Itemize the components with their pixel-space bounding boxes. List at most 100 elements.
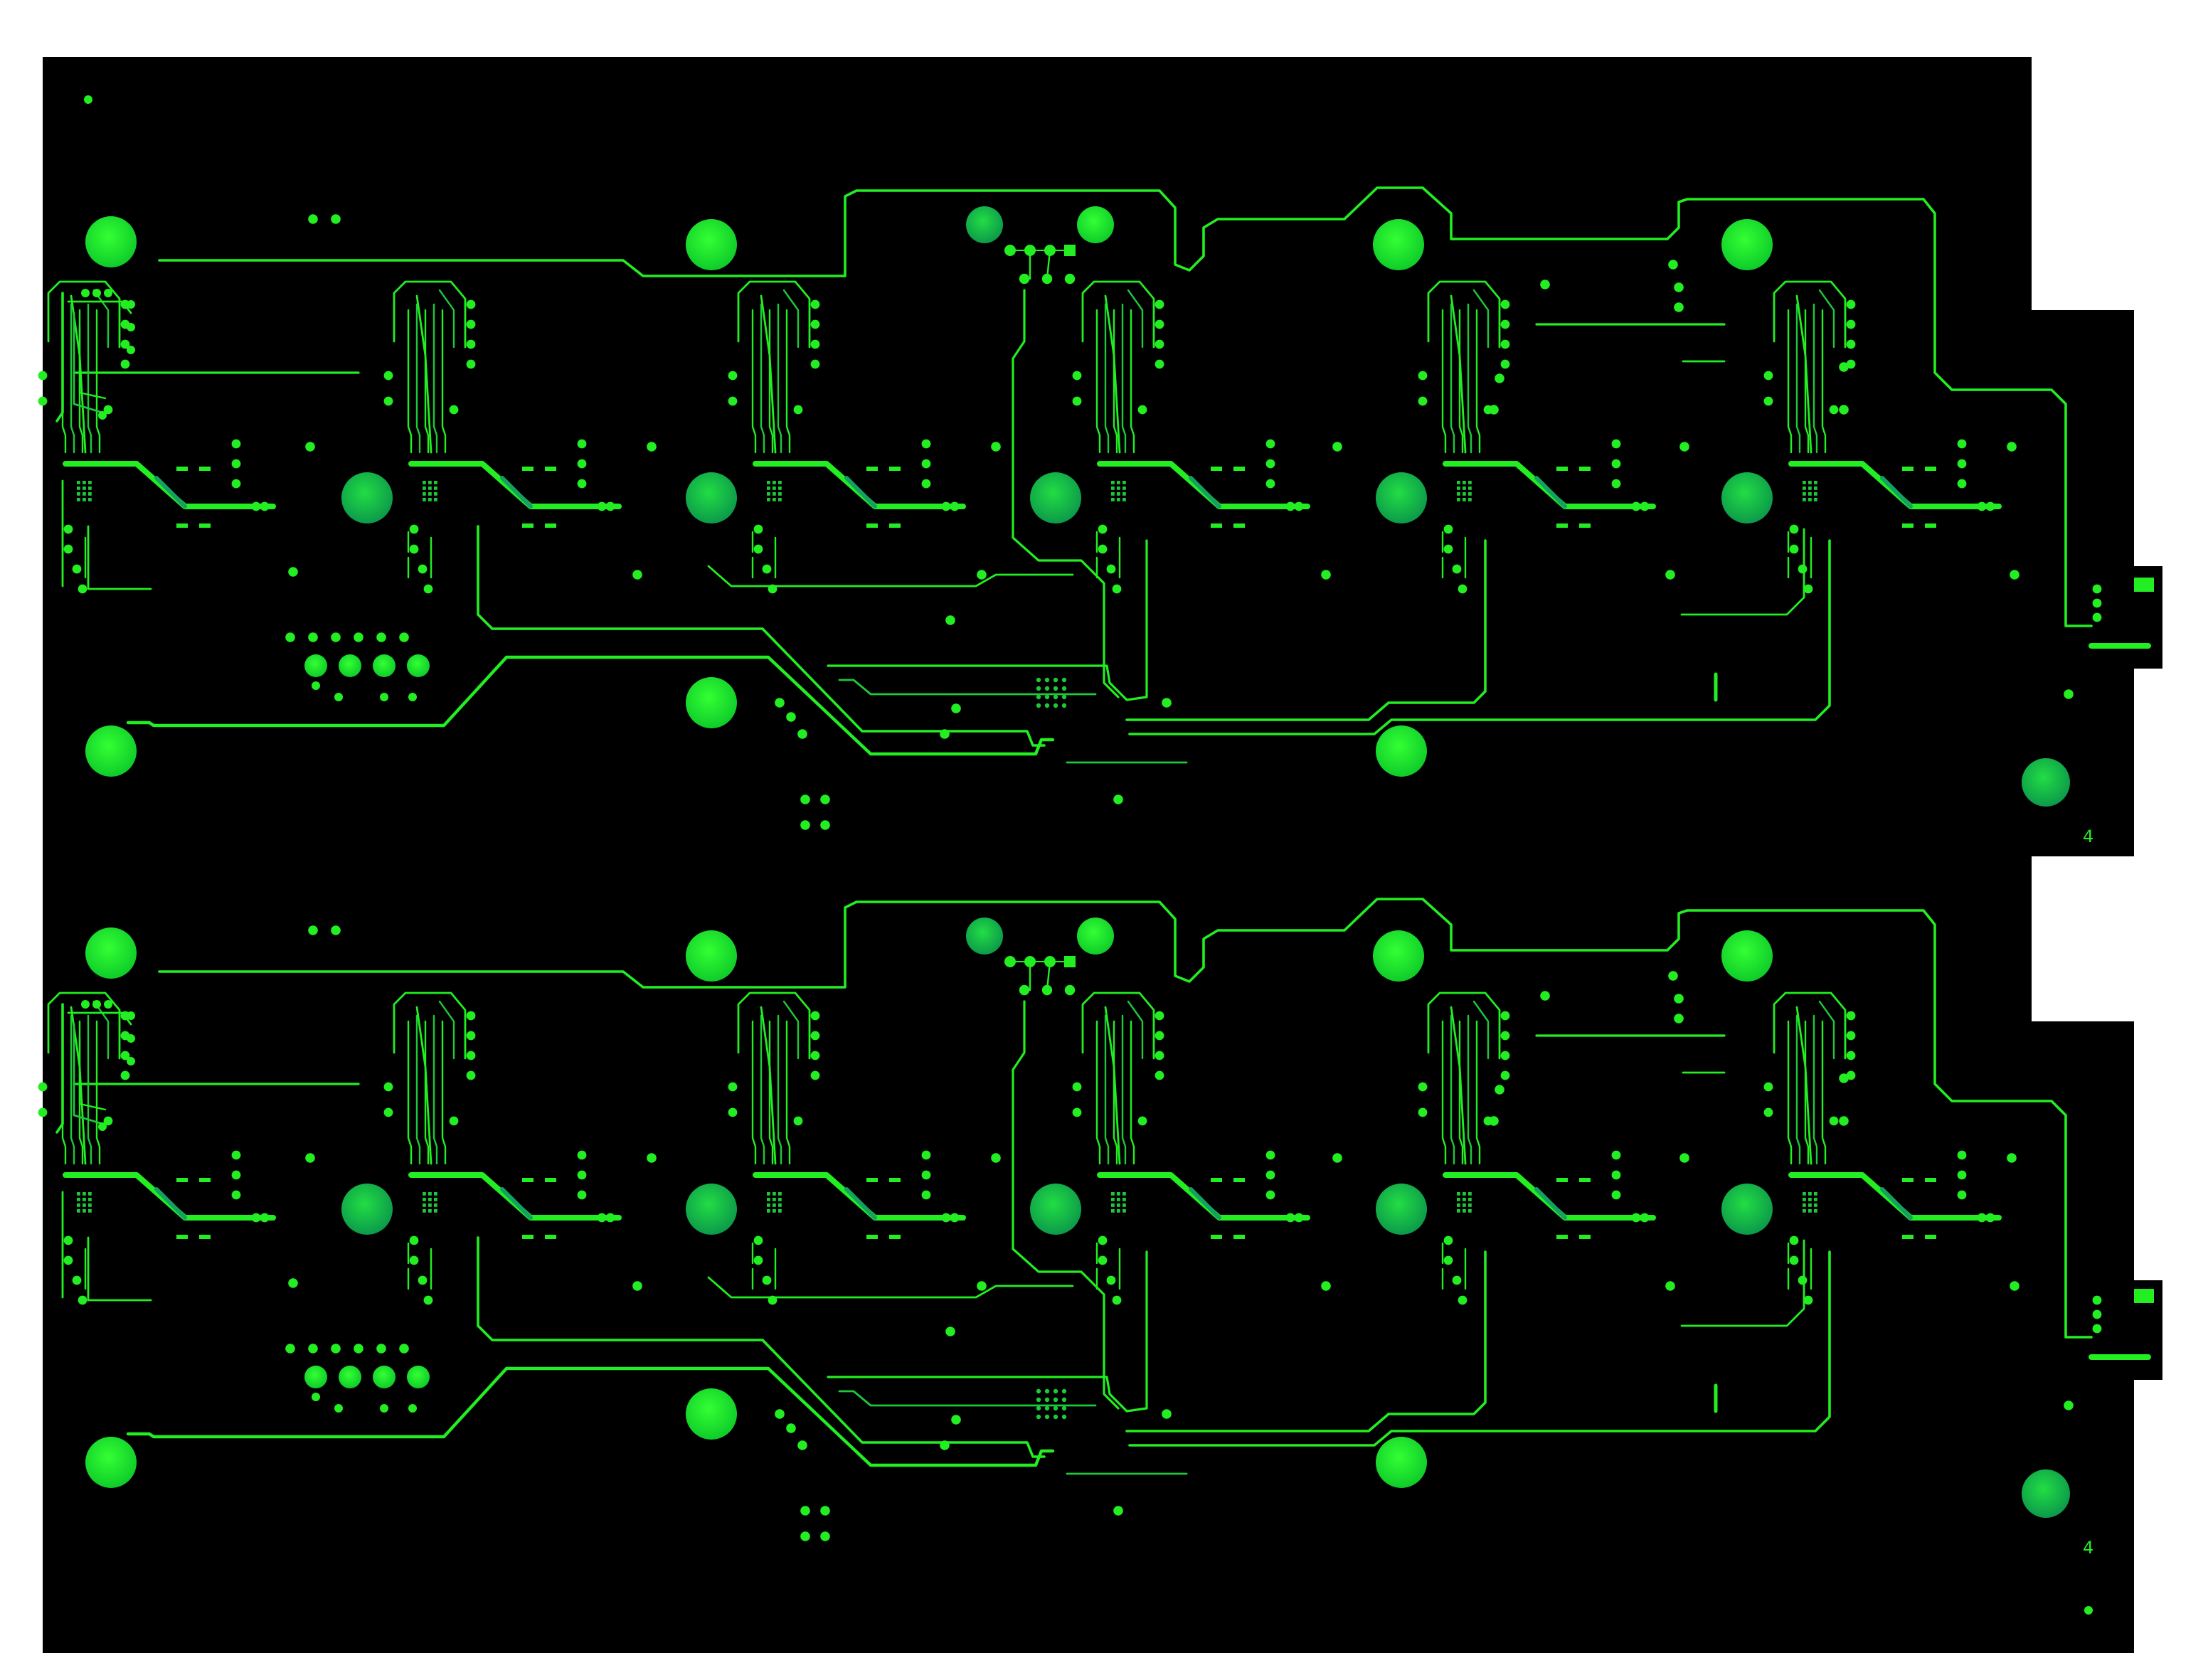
smd-pad [1111, 1198, 1115, 1201]
smd-pad [1579, 1235, 1591, 1239]
via [1061, 703, 1067, 708]
via [308, 214, 318, 224]
smd-pad [423, 492, 426, 496]
via [104, 289, 112, 297]
smd-pad [83, 1192, 86, 1196]
via [1019, 273, 1030, 285]
copper-trace [777, 1014, 782, 1165]
smd-pad [83, 498, 86, 501]
smd-pad [1803, 492, 1806, 496]
via [951, 703, 961, 713]
via [1668, 971, 1678, 981]
mounting-pad [1376, 725, 1427, 777]
smd-pad [428, 498, 432, 501]
amplifier-module-2 [383, 991, 622, 1305]
mounting-pad [686, 1388, 737, 1440]
smd-pad [1808, 1198, 1812, 1201]
via [383, 1107, 393, 1117]
via [1285, 1213, 1295, 1223]
smd-pad [1925, 467, 1936, 471]
via [466, 299, 476, 309]
via [797, 1440, 807, 1450]
copper-trace [432, 303, 438, 454]
via [1500, 319, 1510, 329]
copper-trace [1128, 539, 1831, 735]
via [331, 925, 341, 935]
via [793, 405, 803, 415]
via [127, 1034, 135, 1043]
via [1674, 282, 1684, 292]
via [1489, 405, 1499, 415]
smd-pad [778, 487, 782, 490]
via [1155, 319, 1164, 329]
mounting-pad [2022, 1469, 2070, 1518]
smd-pad [866, 523, 878, 528]
mounting-pad [966, 918, 1003, 955]
mounting-pad [1373, 930, 1424, 982]
via [945, 1327, 955, 1336]
copper-trace [438, 1000, 455, 1060]
via [1332, 1153, 1342, 1163]
mounting-pad [341, 1184, 393, 1235]
smd-pad [767, 1209, 770, 1213]
via [231, 439, 241, 449]
via [466, 1070, 476, 1080]
mounting-pad [85, 1437, 137, 1488]
via [1679, 442, 1689, 452]
via [1036, 1388, 1041, 1394]
pcb-panels [38, 95, 2154, 1615]
copper-trace [438, 289, 455, 349]
smd-pad [1111, 492, 1115, 496]
copper-trace [707, 565, 1074, 588]
smd-pad [773, 1198, 776, 1201]
via [1846, 359, 1856, 369]
copper-trace [1095, 1020, 1101, 1165]
via [1640, 501, 1650, 511]
copper-trace [1128, 1250, 1831, 1447]
smd-pad [1457, 492, 1460, 496]
smd-pad [1117, 498, 1120, 501]
smd-pad [88, 498, 92, 501]
copper-trace [1125, 539, 1487, 721]
via [127, 346, 135, 354]
via [1798, 1275, 1808, 1285]
smd-pad [1463, 1198, 1466, 1201]
smd-pad [434, 1192, 437, 1196]
via [1061, 686, 1067, 691]
via [1977, 501, 1987, 511]
smd-pad [88, 487, 92, 490]
mounting-pad [1721, 1184, 1773, 1235]
via [376, 632, 386, 642]
smd-pad [778, 1209, 782, 1213]
smd-pad [1803, 487, 1806, 490]
smd-pad [767, 1203, 770, 1207]
copper-trace [1773, 280, 1847, 349]
via [1061, 1405, 1067, 1411]
smd-pad [88, 1198, 92, 1201]
via [78, 584, 87, 594]
via [1072, 371, 1082, 381]
board-marker-label-lower: 4 [2083, 1538, 2093, 1558]
smd-pad [1814, 1192, 1817, 1196]
copper-trace [67, 1011, 132, 1026]
via [950, 501, 960, 511]
copper-trace [737, 280, 811, 349]
via [921, 1190, 931, 1200]
copper-trace [760, 1006, 777, 1165]
via [1957, 1170, 1967, 1180]
mounting-pad [1721, 472, 1773, 523]
smd-pad [1111, 481, 1115, 484]
smd-pad [1463, 487, 1466, 490]
smd-pad [1925, 1235, 1936, 1239]
via [2092, 598, 2102, 608]
via [285, 632, 295, 642]
copper-trace [67, 300, 132, 314]
copper-trace [1787, 1020, 1793, 1165]
via [334, 693, 343, 701]
via [1846, 299, 1856, 309]
via [63, 524, 73, 534]
smd-pad [1211, 1235, 1222, 1239]
smd-pad [1463, 498, 1466, 501]
smd-pad [83, 492, 86, 496]
via [72, 564, 82, 574]
